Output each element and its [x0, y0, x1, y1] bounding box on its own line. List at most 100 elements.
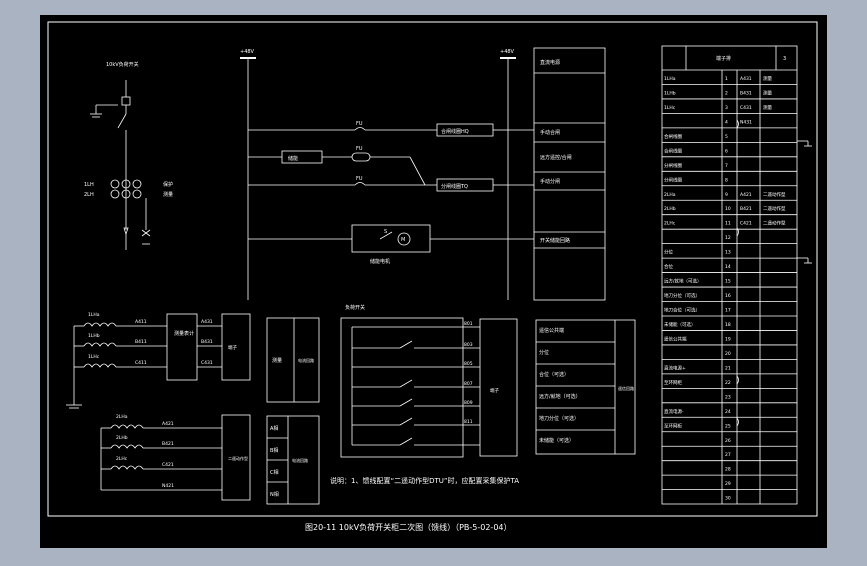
close-coil-label: 合闸线圈HQ	[441, 128, 469, 135]
terminal-cell-tag: C421	[740, 221, 752, 227]
ct1-out-c: C431	[201, 360, 213, 366]
switch-contact-2: 803	[464, 342, 473, 348]
terminal-cell-num: 28	[725, 467, 731, 473]
function-row-4: 手动分闸	[540, 178, 560, 185]
terminal-cell-name: 地刀合位（可选）	[664, 307, 700, 314]
terminal-cell-num: 11	[725, 221, 731, 227]
terminal-cell-name: 分闸线圈	[664, 162, 682, 169]
terminal-cell-name: 2LHa	[664, 192, 676, 198]
terminal-cell-tag: N431	[740, 119, 752, 125]
ct2-wire-a: A421	[162, 421, 174, 427]
terminal-cell-num: 7	[725, 163, 728, 169]
signal-row-2: 合位（可选）	[539, 371, 569, 378]
phase-block-frame	[266, 415, 320, 505]
terminal-header-texts: 端子排 3	[716, 55, 786, 62]
terminal-cell-num: 24	[725, 409, 731, 415]
function-row-3: 远方遥控/合闸	[540, 154, 572, 161]
ct-right-label-2: 测量	[163, 191, 173, 198]
bus-right-label: +48V	[500, 49, 515, 55]
motor-caption: 储能电机	[370, 258, 390, 265]
terminal-cell-num: 18	[725, 322, 731, 328]
terminal-cell-num: 25	[725, 423, 731, 429]
terminal-cell-desc: 测量	[763, 75, 772, 82]
terminal-cell-num: 20	[725, 351, 731, 357]
meter-block-texts: 测量 电流回路	[272, 357, 314, 364]
ct2-box-label: 二遥动作型	[228, 455, 248, 461]
terminal-cell-name: 分闸线圈	[664, 176, 682, 183]
signal-row-5: 未储能（可选）	[539, 437, 574, 444]
terminal-header-num: 3	[783, 56, 786, 62]
terminal-cell-num: 2	[725, 90, 728, 96]
fuse2-label: FU	[356, 146, 363, 152]
terminal-cell-num: 17	[725, 308, 731, 314]
phase-a: A相	[270, 425, 278, 432]
terminal-cell-tag: B431	[740, 90, 752, 96]
terminal-cell-name: 直流电源-	[664, 408, 684, 415]
terminal-cell-num: 30	[725, 496, 731, 502]
terminal-cell-num: 26	[725, 438, 731, 444]
ct-circuit-1-lines	[66, 313, 251, 409]
sheet-border	[47, 21, 818, 517]
ct1-out-b: B431	[201, 339, 213, 345]
terminal-cell-name: 至环网柜	[664, 422, 682, 429]
terminal-cell-num: 10	[725, 206, 731, 212]
terminal-cell-name: 合闸线圈	[664, 147, 682, 154]
terminal-cell-desc: 测量	[763, 89, 772, 96]
terminal-cell-name: 地刀分位（可选）	[664, 292, 700, 299]
terminal-cell-num: 13	[725, 250, 731, 256]
terminal-cell-desc: 测量	[763, 104, 772, 111]
ct2-texts: 2LHa 2LHb 2LHc A421 B421 C421 N421 二遥动作型	[116, 414, 248, 489]
terminal-cell-num: 27	[725, 452, 731, 458]
switch-contact-3: 805	[464, 361, 473, 367]
signal-row-0: 遥信公共端	[539, 327, 564, 334]
control-circuit	[240, 57, 516, 300]
meter-left: 测量	[272, 357, 282, 364]
ct2-label-a: 2LHa	[116, 414, 128, 420]
terminal-cell-num: 15	[725, 279, 731, 285]
ct1-wire-b: B411	[135, 339, 147, 345]
ct2-wire-b: B421	[162, 441, 174, 447]
ct1-terminal-label: 端子	[228, 344, 237, 351]
terminal-cell-num: 8	[725, 177, 728, 183]
function-row-2: 手动合闸	[540, 129, 560, 136]
signal-row-1: 分位	[539, 349, 549, 356]
function-row-0: 直流电源	[540, 59, 560, 66]
terminal-cell-name: 远方/就地（可选）	[664, 278, 702, 285]
phase-b: B相	[270, 447, 278, 454]
ct1-label-b: 1LHb	[88, 333, 100, 339]
switch-block-texts: 负荷开关 801 803 805 807 809 811 端子	[345, 304, 499, 425]
primary-diagram	[90, 80, 151, 250]
sheet-background	[40, 15, 827, 548]
terminal-cell-name: 至环网柜	[664, 379, 682, 386]
meter-right: 电流回路	[298, 357, 314, 363]
signal-table-frame	[535, 319, 636, 455]
terminal-cell-num: 6	[725, 148, 728, 154]
terminal-cell-num: 3	[725, 105, 728, 111]
switch-terminal-label: 端子	[490, 387, 499, 394]
primary-texts: 10kV负荷开关 1LH 2LH 保护 测量	[84, 61, 173, 198]
switch-contact-4: 807	[464, 381, 473, 387]
terminal-cell-desc: 二遥动作型	[763, 205, 786, 212]
terminal-cell-num: 9	[725, 192, 728, 198]
ct-circuit-2-lines	[100, 414, 251, 501]
switch-contact-5: 809	[464, 400, 473, 406]
terminal-cell-name: 合位	[664, 263, 673, 270]
ct2-label-c: 2LHc	[116, 456, 128, 462]
switch-contact-1: 801	[464, 321, 473, 327]
function-table-frame	[508, 47, 606, 301]
terminal-cell-num: 4	[725, 119, 728, 125]
terminal-cell-desc: 二遥动作型	[763, 220, 786, 227]
signal-row-4: 地刀分位（可选）	[539, 415, 579, 422]
terminal-cell-name: 遥信公共端	[664, 335, 687, 342]
ct1-wire-a: A411	[135, 319, 147, 325]
terminal-jumpers	[736, 119, 812, 427]
function-row-6: 开关储能回路	[540, 237, 570, 244]
terminal-cell-num: 23	[725, 394, 731, 400]
terminal-cell-name: 直流电源+	[664, 364, 686, 371]
signal-row-3: 远方/就地（可选）	[539, 393, 581, 400]
terminal-cell-tag: A431	[740, 76, 752, 82]
terminal-cell-name: 未储能（可选）	[664, 321, 696, 328]
terminal-cell-num: 21	[725, 365, 731, 371]
